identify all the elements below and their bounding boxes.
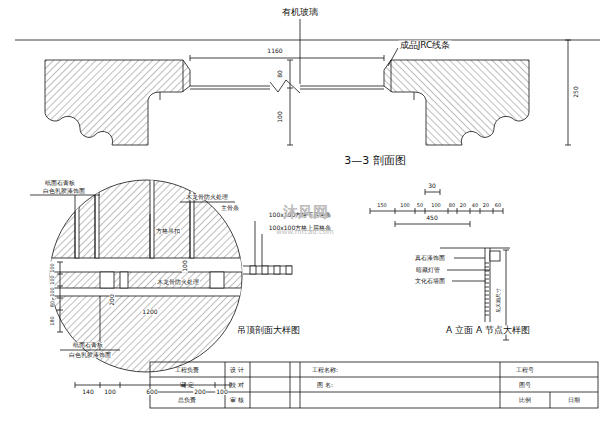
leader-line xyxy=(30,195,100,258)
watermark: 沐风网 xyxy=(282,205,329,220)
dimension: 20 xyxy=(482,203,490,208)
dimension-line xyxy=(395,221,470,227)
dimension: 100 xyxy=(50,274,55,286)
title-block-cell: 比例 xyxy=(518,397,532,403)
callout-label: 暗藏灯管 xyxy=(415,267,441,273)
dimension: 200 xyxy=(193,389,206,395)
title-block-cell: 校 对 xyxy=(229,382,245,388)
dimension: 180 xyxy=(50,315,55,327)
callout-label: 白色乳胶漆饰面 xyxy=(42,188,86,194)
ceiling-structure xyxy=(40,176,260,296)
title-block-cell: 工程负责 xyxy=(174,367,200,373)
leader-line xyxy=(300,19,301,84)
title-block-cell: 总负责 xyxy=(177,397,197,403)
dimension: 80 xyxy=(277,69,283,79)
title-block-cell: 工程号 xyxy=(515,367,535,373)
dimension: 60 xyxy=(494,203,502,208)
dimension: 80 xyxy=(50,300,55,308)
dimension: 50 xyxy=(416,203,424,208)
dimension-line xyxy=(425,189,440,195)
callout-label: 文化石墙面 xyxy=(414,278,446,284)
wall-section xyxy=(440,248,510,322)
dimension-line xyxy=(75,382,230,388)
dimension: 150 xyxy=(376,203,388,208)
callout-label: 白色乳胶漆饰面 xyxy=(68,352,112,358)
title-block-cell: 日期 xyxy=(567,397,581,403)
dimension: 450 xyxy=(425,215,438,221)
view-title: 3—3 剖面图 xyxy=(343,155,407,166)
dimension: 100 xyxy=(399,203,411,208)
callout-label: 成品JRC线条 xyxy=(399,41,452,50)
grid-strips xyxy=(243,266,292,274)
watermark: www.mfcad.com xyxy=(275,229,335,236)
callout-label: 木龙骨防火处理 xyxy=(185,194,229,200)
callout-label: 有机玻璃 xyxy=(281,8,319,17)
dimension: 1200 xyxy=(141,309,158,315)
section-block xyxy=(384,60,529,145)
dimension: 20 xyxy=(459,203,467,208)
dimension: 100 xyxy=(50,262,55,274)
glass-panel xyxy=(190,86,384,89)
dimension: 1160 xyxy=(266,48,283,54)
dimension: 600 xyxy=(145,389,158,395)
view-title: 吊顶剖面大样图 xyxy=(236,326,301,335)
title-block-cell: 设 计 xyxy=(229,367,245,373)
title-block-cell: 图号 xyxy=(518,382,532,388)
dimension: 100 xyxy=(182,259,188,272)
title-block-cell: 审 定 xyxy=(179,382,195,388)
dimension: 30 xyxy=(427,183,437,189)
callout-label: 真石漆饰面 xyxy=(414,255,446,261)
dimension: 40 xyxy=(471,203,479,208)
dimension: 200 xyxy=(109,293,115,306)
dimension: 100 xyxy=(430,203,442,208)
section-block xyxy=(45,60,190,145)
dimension-line xyxy=(57,262,63,332)
dimension-line xyxy=(370,208,503,214)
dimension: 100 xyxy=(50,286,55,298)
callout-label: 纸面石膏板 xyxy=(72,342,104,348)
dimension: 100 xyxy=(277,110,283,123)
view-title: A 立面 A 节点大样图 xyxy=(445,326,531,335)
dimension: 250 xyxy=(573,85,579,98)
callout-label: 主骨条 xyxy=(220,205,240,211)
dimension: 100 xyxy=(103,389,116,395)
leader-line xyxy=(388,48,398,66)
leader-line xyxy=(255,221,262,266)
dimension: 80 xyxy=(448,203,456,208)
title-block-cell: 审 核 xyxy=(229,397,245,403)
title-block-cell: 图 名: xyxy=(316,382,334,388)
callout-label: 方格吊扣 xyxy=(155,228,181,234)
title-block xyxy=(150,362,598,408)
dimension: 140 xyxy=(81,389,94,395)
leader-line xyxy=(447,258,490,281)
callout-label: 木龙骨防火处理 xyxy=(156,279,200,285)
break-mark xyxy=(270,80,300,93)
lamp-box xyxy=(490,251,500,261)
ceiling-line xyxy=(15,40,600,41)
dimension-line xyxy=(565,40,571,145)
title-block-cell: 工程名称: xyxy=(311,367,339,373)
dimension: 见天面尺寸 xyxy=(496,287,501,314)
dimension-line xyxy=(287,60,293,145)
dimension: 100 xyxy=(215,389,228,395)
callout-label: 纸面石膏板 xyxy=(44,180,76,186)
